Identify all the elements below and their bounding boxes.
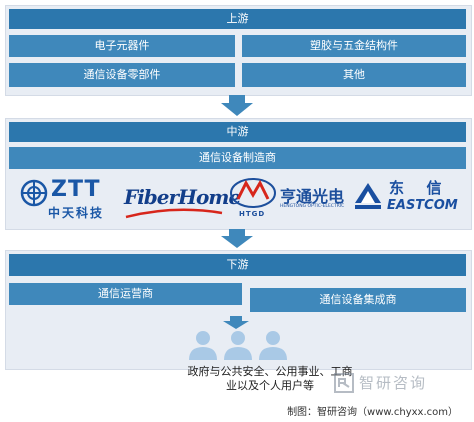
- end-users-line1: 政府与公共安全、公用事业、工商: [187, 365, 353, 378]
- watermark-text: 智研咨询: [359, 374, 428, 392]
- watermark: 智研咨询: [334, 372, 427, 393]
- upstream-item-electronic-components: 电子元器件: [9, 35, 235, 57]
- eastcom-cn-name: 东 信: [389, 179, 446, 197]
- upstream-item-plastic-metal-parts: 塑胶与五金结构件: [242, 35, 466, 57]
- eastcom-en-name: EASTCOM: [387, 198, 458, 213]
- source-footer: 制图：智研咨询（www.chyxx.com）: [287, 407, 458, 418]
- down-arrow-icon: [221, 95, 253, 116]
- midstream-panel: 中游 通信设备制造商 ZTT 中天科技 FiberHome HTGD 亨通光电 …: [5, 118, 472, 230]
- ztt-mark: ZTT: [51, 177, 101, 202]
- hengtong-name: 亨通光电: [280, 187, 345, 206]
- hengtong-subname: HENGTONG OPTIC-ELECTRIC: [280, 204, 345, 209]
- down-arrow-icon: [223, 316, 249, 329]
- upstream-item-other: 其他: [242, 63, 466, 87]
- upstream-item-telecom-components: 通信设备零部件: [9, 63, 235, 87]
- chyxx-logo-icon: [334, 372, 354, 393]
- midstream-header: 中游: [9, 122, 466, 142]
- ztt-logo: ZTT 中天科技: [20, 177, 114, 221]
- upstream-header: 上游: [9, 9, 466, 29]
- downstream-panel: 下游 通信运营商 通信设备集成商: [5, 250, 472, 370]
- hengtong-emblem-icon: [230, 178, 276, 208]
- fiberhome-logo: FiberHome: [124, 177, 241, 221]
- ztt-globe-icon: [20, 179, 48, 207]
- fiberhome-wordmark: FiberHome: [124, 185, 241, 209]
- downstream-item-carriers: 通信运营商: [9, 283, 242, 305]
- midstream-manufacturers-bar: 通信设备制造商: [9, 147, 466, 169]
- end-users-line2: 业以及个人用户等: [226, 379, 314, 392]
- eastcom-emblem-icon: [355, 183, 381, 209]
- person-icon: [224, 331, 252, 360]
- fiberhome-swoosh-icon: [125, 208, 223, 219]
- downstream-header: 下游: [9, 254, 466, 276]
- eastcom-logo: 东 信 EASTCOM: [353, 177, 465, 221]
- down-arrow-icon: [221, 229, 253, 248]
- hengtong-logo: HTGD 亨通光电 HENGTONG OPTIC-ELECTRIC: [230, 177, 350, 221]
- hengtong-mark: HTGD: [239, 210, 266, 218]
- downstream-item-integrators: 通信设备集成商: [250, 288, 466, 312]
- person-icon: [189, 331, 217, 360]
- upstream-panel: 上游 电子元器件 塑胶与五金结构件 通信设备零部件 其他: [5, 5, 472, 96]
- person-icon: [259, 331, 287, 360]
- ztt-name: 中天科技: [48, 206, 105, 220]
